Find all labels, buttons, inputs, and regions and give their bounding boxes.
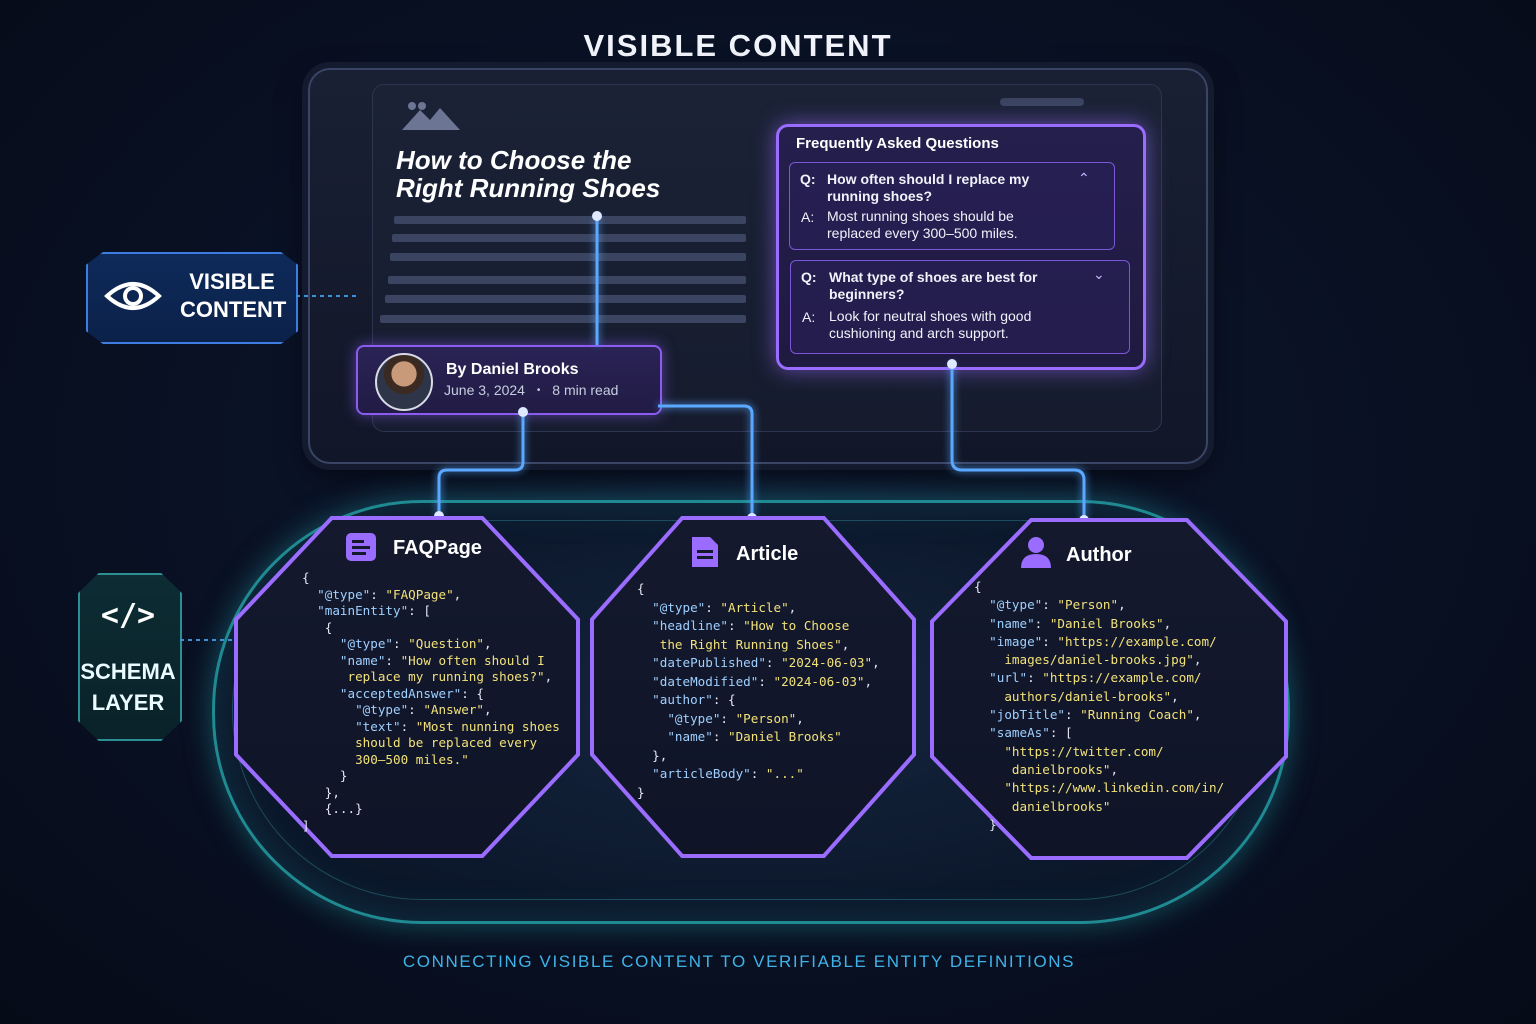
main-title: VISIBLE CONTENT — [583, 28, 893, 63]
text-placeholder-line — [385, 295, 746, 303]
document-icon — [692, 537, 718, 567]
author-meta: June 3, 2024 • 8 min read — [444, 382, 618, 398]
faq-question-line: What type of shoes are best for — [829, 269, 1038, 285]
faq-document-icon — [346, 533, 376, 561]
visible-label-line: CONTENT — [180, 297, 287, 322]
faq-item[interactable] — [790, 260, 1130, 354]
text-placeholder-line — [380, 315, 746, 323]
schema-layer-label-text: SCHEMA LAYER — [78, 656, 178, 718]
faq-answer-line: cushioning and arch support. — [829, 325, 1009, 341]
publish-date: June 3, 2024 — [444, 382, 525, 398]
article-title: How to Choose the Right Running Shoes — [396, 146, 756, 202]
faqpage-json-ld: { "@type": "FAQPage", "mainEntity": [ { … — [302, 570, 560, 833]
answer-prefix: A: — [801, 209, 815, 225]
schema-label-line: LAYER — [91, 690, 165, 715]
faq-answer-line: replaced every 300–500 miles. — [827, 225, 1018, 241]
author-card-title: Author — [1066, 544, 1132, 566]
visible-content-label-text: VISIBLE CONTENT — [180, 268, 287, 324]
article-title-line2: Right Running Shoes — [396, 173, 661, 203]
author-name: By Daniel Brooks — [446, 361, 579, 378]
question-prefix: Q: — [800, 171, 816, 187]
footer-caption: CONNECTING VISIBLE CONTENT TO VERIFIABLE… — [402, 952, 1076, 971]
faq-answer-line: Most running shoes should be — [827, 208, 1014, 224]
article-card-title: Article — [736, 543, 799, 565]
schema-label-line: SCHEMA — [80, 659, 176, 684]
person-icon — [1021, 537, 1051, 568]
visible-content-label — [86, 252, 298, 344]
chevron-down-icon[interactable]: ⌄ — [1093, 266, 1105, 282]
visible-label-line: VISIBLE — [189, 269, 275, 294]
faqpage-card-title: FAQPage — [393, 537, 482, 559]
eye-icon — [104, 282, 162, 310]
faq-answer-line: Look for neutral shoes with good — [829, 308, 1032, 324]
author-schema-card — [934, 522, 1284, 856]
text-placeholder-line — [390, 253, 746, 261]
answer-prefix: A: — [802, 309, 816, 325]
article-title-line1: How to Choose the — [396, 145, 632, 175]
faq-answer: Most running shoes should be replaced ev… — [827, 208, 1018, 242]
faqpage-card — [238, 520, 576, 854]
faq-answer: Look for neutral shoes with good cushion… — [829, 308, 1031, 342]
faq-question: What type of shoes are best for beginner… — [829, 269, 1037, 303]
read-time: 8 min read — [552, 382, 619, 398]
article-json-ld: { "@type": "Article", "headline": "How t… — [637, 581, 880, 800]
image-placeholder-icon — [402, 102, 460, 130]
faq-item[interactable] — [789, 162, 1115, 250]
faq-heading: Frequently Asked Questions — [796, 135, 999, 152]
header-bar — [1000, 98, 1084, 106]
question-prefix: Q: — [801, 269, 817, 285]
faq-question-line: How often should I replace my — [827, 171, 1030, 187]
code-icon: </> — [100, 598, 156, 633]
article-card — [594, 520, 912, 854]
text-placeholder-line — [392, 234, 746, 242]
avatar — [375, 353, 433, 411]
text-placeholder-line — [388, 276, 746, 284]
faq-question-line: beginners? — [829, 286, 905, 302]
faq-question: How often should I replace my running sh… — [827, 171, 1029, 205]
schema-layer-label — [78, 573, 182, 741]
faq-question-line: running shoes? — [827, 188, 932, 204]
author-json-ld: { "@type": "Person", "name": "Daniel Bro… — [974, 579, 1225, 832]
meta-separator: • — [536, 385, 541, 396]
text-placeholder-line — [394, 216, 746, 224]
chevron-up-icon[interactable]: ⌃ — [1078, 170, 1090, 186]
